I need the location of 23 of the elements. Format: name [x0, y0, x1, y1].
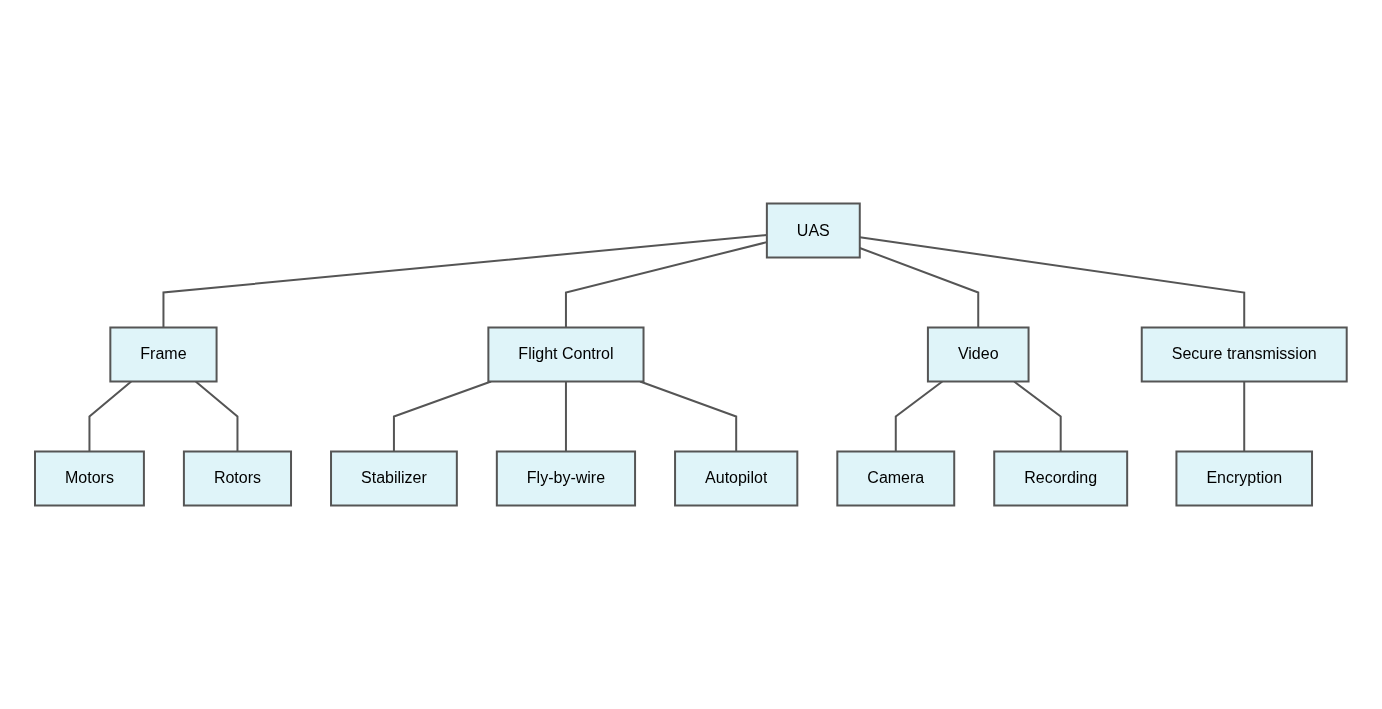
node-box: Motors	[34, 450, 146, 507]
connector	[393, 380, 493, 453]
node-box: Stabilizer	[330, 450, 458, 507]
node-box: Frame	[109, 326, 218, 383]
connector	[1013, 380, 1062, 453]
connector	[1243, 380, 1246, 453]
connector	[565, 380, 568, 453]
connector	[894, 380, 944, 453]
node-box: Video	[927, 326, 1030, 383]
node-box: UAS	[766, 202, 861, 259]
connector	[162, 233, 768, 329]
node-box: Recording	[993, 450, 1129, 507]
connector	[639, 380, 738, 453]
node-box: Rotors	[183, 450, 293, 507]
connector	[565, 241, 768, 329]
node-box: Secure transmission	[1140, 326, 1348, 383]
node-box: Autopilot	[674, 450, 799, 507]
node-box: Flight Control	[487, 326, 645, 383]
connector	[194, 380, 239, 453]
node-box: Camera	[836, 450, 956, 507]
node-box: Encryption	[1175, 450, 1314, 507]
node-box: Fly-by-wire	[496, 450, 637, 507]
connector	[88, 380, 133, 453]
